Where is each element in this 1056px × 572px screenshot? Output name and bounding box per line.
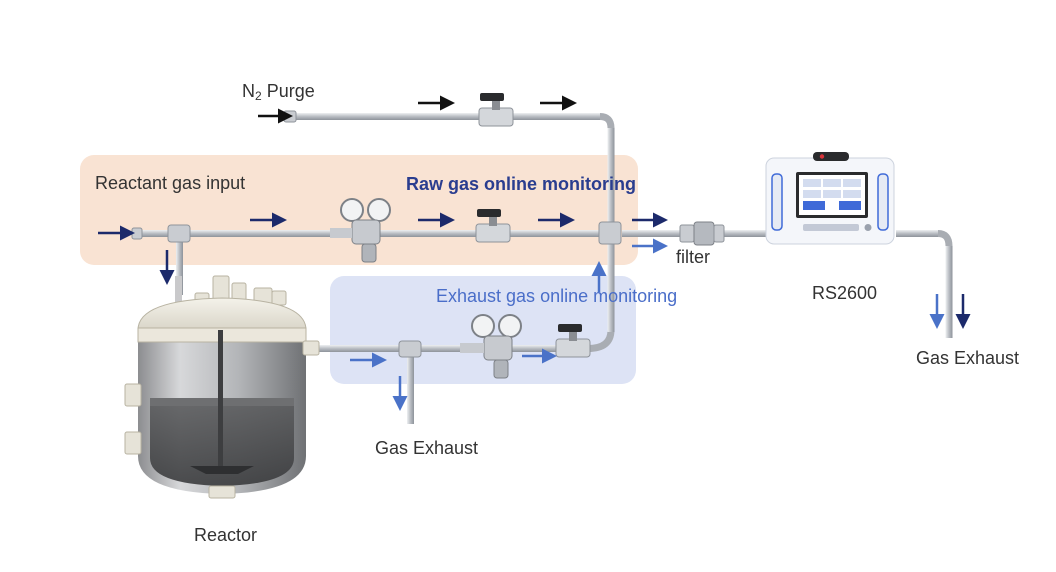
- ball-valve-n2: [478, 93, 514, 127]
- n2-main: N: [242, 81, 255, 101]
- pipe-fittings: [131, 110, 622, 358]
- n2-purge-label: N2 Purge: [242, 82, 315, 102]
- ball-valve-exhaust: [555, 324, 591, 358]
- gas-exhaust-bottom-label: Gas Exhaust: [375, 438, 479, 458]
- filter: [679, 221, 725, 246]
- analyzer-label: RS2600: [812, 283, 878, 303]
- rs2600-analyzer: [765, 152, 895, 245]
- pressure-regulator-raw: [330, 198, 391, 263]
- n2-rest: Purge: [261, 81, 315, 101]
- n2-sub: 2: [255, 89, 262, 103]
- flow-arrows: [98, 95, 971, 411]
- gas-exhaust-right-label: Gas Exhaust: [916, 348, 1020, 368]
- reactant-gas-input-label: Reactant gas input: [95, 173, 246, 193]
- exhaust-gas-pipe: [316, 240, 615, 424]
- exhaust-gas-monitoring-label: Exhaust gas online monitoring: [436, 286, 678, 306]
- ball-valve-raw: [475, 209, 511, 243]
- reactor-label: Reactor: [194, 525, 258, 545]
- raw-gas-monitoring-label: Raw gas online monitoring: [406, 174, 637, 194]
- filter-label: filter: [676, 247, 711, 267]
- reactor-vessel: [124, 275, 320, 499]
- pressure-regulator-exhaust: [460, 314, 522, 379]
- n2-purge-pipe: [296, 113, 615, 228]
